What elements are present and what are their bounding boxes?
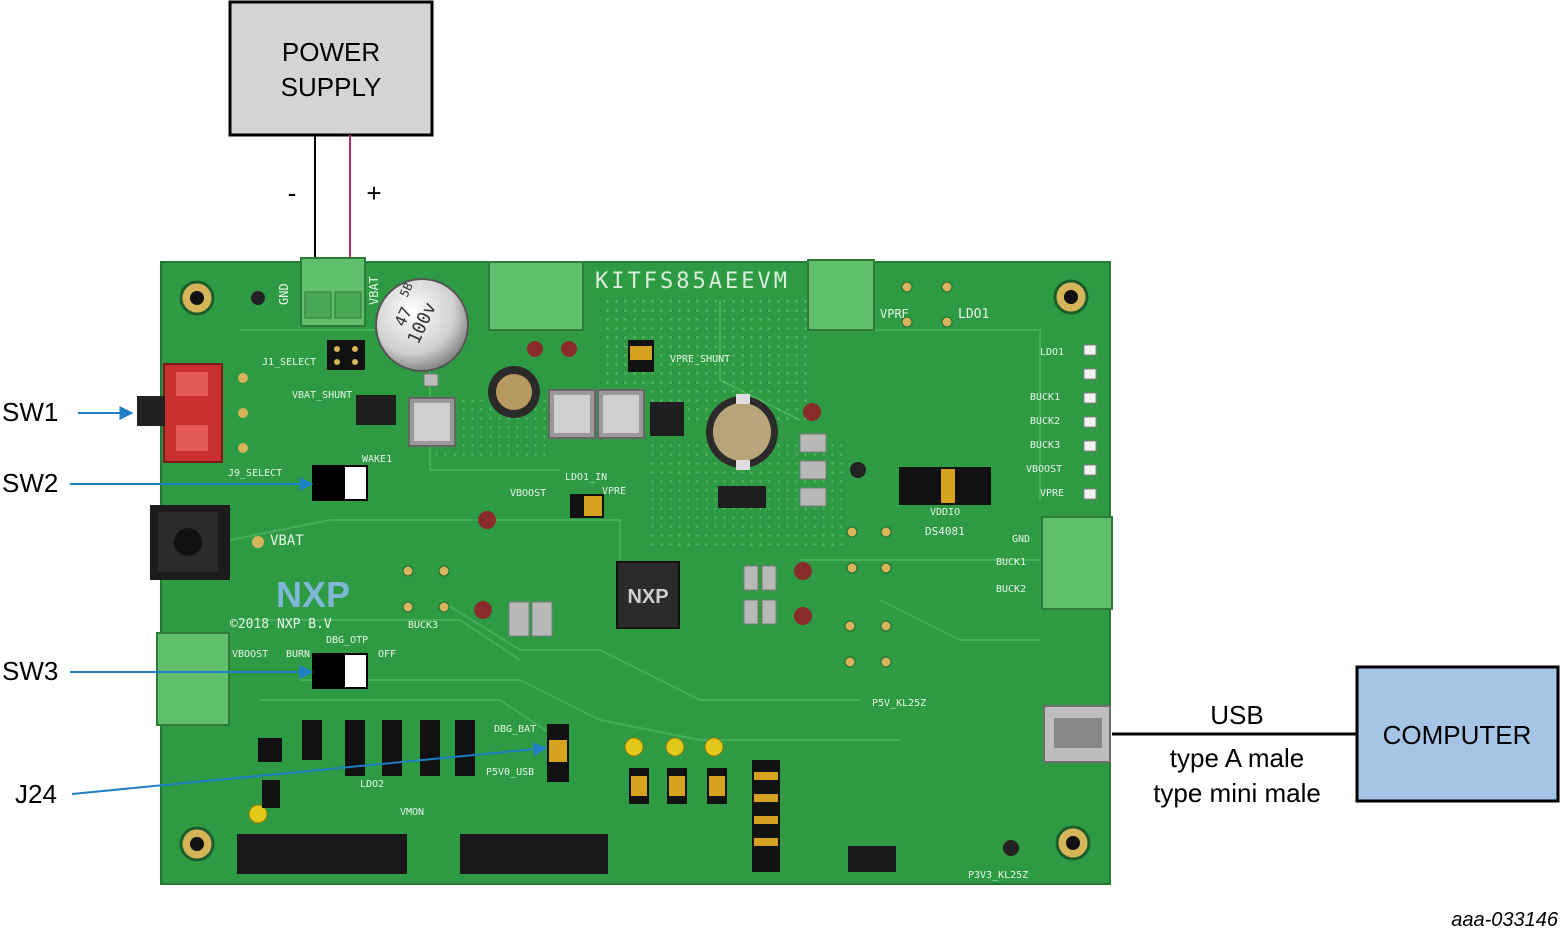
silk-vboost: VBOOST bbox=[510, 488, 546, 499]
usb-line2: type mini male bbox=[1153, 778, 1321, 808]
silk-dbg-bat: DBG_BAT bbox=[494, 724, 536, 735]
inductor-round-left bbox=[488, 366, 540, 418]
silk-vpre-shunt: VPRE_SHUNT bbox=[670, 354, 730, 365]
usb-title: USB bbox=[1210, 700, 1263, 730]
silk-buck3: BUCK3 bbox=[408, 620, 438, 631]
computer-label: COMPUTER bbox=[1383, 720, 1532, 750]
usb-line1: type A male bbox=[1170, 743, 1304, 773]
silk-ldo1-in: LDO1_IN bbox=[565, 472, 607, 483]
capacitor-text-3: 5B bbox=[397, 280, 416, 299]
jumper-vddio[interactable] bbox=[899, 467, 991, 505]
silk-vddio: VDDIO bbox=[930, 507, 960, 518]
plus-label: + bbox=[366, 178, 381, 208]
status-leds bbox=[1083, 344, 1097, 500]
callout-j24-label: J24 bbox=[15, 779, 57, 809]
terminal-vpre bbox=[807, 259, 875, 331]
silk-dbg-otp: DBG_OTP bbox=[326, 635, 368, 646]
silk-j9-select: J9_SELECT bbox=[228, 468, 282, 479]
pmic-chip: NXP bbox=[616, 561, 680, 629]
terminal-left bbox=[156, 632, 230, 726]
silk-vboost-left: VBOOST bbox=[232, 649, 268, 660]
terminal-buck bbox=[1041, 516, 1113, 610]
mounting-holes bbox=[179, 279, 1091, 862]
ic-8pin bbox=[650, 402, 684, 436]
chip-logo: NXP bbox=[627, 586, 668, 608]
jumper-vpre-shunt[interactable] bbox=[628, 340, 654, 372]
callout-sw3-label: SW3 bbox=[2, 656, 58, 686]
pin-header-bottom-left bbox=[237, 834, 407, 874]
pin-header-j31 bbox=[848, 846, 896, 872]
silk-vboost-led: VBOOST bbox=[1026, 464, 1062, 475]
jumper-j24[interactable] bbox=[547, 724, 569, 782]
silk-vbat-jack: VBAT bbox=[270, 533, 304, 549]
sw3-slide-switch[interactable] bbox=[312, 653, 368, 689]
jumper-row-yellow[interactable] bbox=[629, 768, 727, 804]
silk-ds4081: DS4081 bbox=[925, 525, 965, 538]
diode bbox=[718, 486, 766, 508]
computer-box: COMPUTER bbox=[1355, 665, 1560, 803]
power-supply-box: POWER SUPPLY bbox=[228, 0, 434, 137]
jumper-ldo1-in[interactable] bbox=[570, 494, 604, 518]
silk-p5v0-usb: P5V0_USB bbox=[486, 767, 534, 778]
silk-buck2-led: BUCK2 bbox=[1030, 416, 1060, 427]
silk-vpre-led: VPRE bbox=[1040, 488, 1064, 499]
silk-ldo2: LDO2 bbox=[360, 779, 384, 790]
board-name: KITFS85AEEVM bbox=[595, 269, 790, 294]
power-supply-label-line1: POWER bbox=[282, 37, 380, 67]
silk-j1-select: J1_SELECT bbox=[262, 357, 316, 368]
pin-header-bottom-middle bbox=[460, 834, 608, 874]
test-points bbox=[251, 291, 1019, 856]
silk-wake1: WAKE1 bbox=[362, 454, 392, 465]
silk-vbat: VBAT bbox=[367, 276, 381, 305]
silk-buck1: BUCK1 bbox=[996, 557, 1026, 568]
callout-j24-arrow bbox=[71, 742, 548, 795]
yellow-test-points bbox=[248, 737, 724, 824]
ceramic-capacitors bbox=[508, 433, 827, 637]
mosfet bbox=[356, 395, 396, 425]
sma-pads bbox=[402, 281, 953, 668]
terminal-top-middle bbox=[488, 261, 584, 331]
silk-vpre: VPRE bbox=[880, 307, 909, 321]
jumper-vbat-shunt[interactable] bbox=[327, 340, 365, 370]
callout-sw1-label: SW1 bbox=[2, 397, 58, 427]
silk-off: OFF bbox=[378, 649, 396, 660]
figure-id: aaa-033146 bbox=[1451, 909, 1559, 931]
silk-burn: BURN bbox=[286, 649, 310, 660]
silk-gnd-right: GND bbox=[1012, 534, 1030, 545]
silk-ldo1: LDO1 bbox=[958, 307, 989, 322]
silk-vmon: VMON bbox=[400, 807, 424, 818]
silk-p3v3-kl25z: P3V3_KL25Z bbox=[968, 870, 1028, 881]
silk-buck3-led: BUCK3 bbox=[1030, 440, 1060, 451]
dc-barrel-jack bbox=[150, 505, 264, 580]
power-inductors bbox=[408, 389, 645, 447]
minus-label: - bbox=[288, 178, 297, 208]
sw1-slide-switch[interactable] bbox=[137, 363, 248, 463]
power-supply-label-line2: SUPPLY bbox=[281, 72, 382, 102]
inductor-round-right bbox=[706, 394, 778, 470]
terminal-vbat-gnd bbox=[300, 257, 366, 327]
silk-p5v-kl25z: P5V_KL25Z bbox=[872, 698, 926, 709]
mini-usb-connector bbox=[1043, 705, 1111, 763]
board-nxp-logo: NXP bbox=[276, 574, 350, 615]
evaluation-board: KITFS85AEEVM GND VBAT VPRE LDO1 J1_SELEC… bbox=[137, 257, 1113, 885]
sw2-slide-switch[interactable] bbox=[312, 465, 368, 501]
board-copyright: ©2018 NXP B.V bbox=[230, 617, 332, 632]
silk-buck2: BUCK2 bbox=[996, 584, 1026, 595]
electrolytic-capacitor: 100v 47 5B bbox=[375, 278, 469, 387]
silk-vbat-shunt: VBAT_SHUNT bbox=[292, 390, 352, 401]
silk-gnd: GND bbox=[277, 283, 291, 305]
silk-ldo1-led: LDO1 bbox=[1040, 347, 1064, 358]
callout-sw2-label: SW2 bbox=[2, 468, 58, 498]
silk-vpre-2: VPRE bbox=[602, 486, 626, 497]
jumper-column-j28[interactable] bbox=[752, 760, 780, 872]
silk-buck1-led: BUCK1 bbox=[1030, 392, 1060, 403]
